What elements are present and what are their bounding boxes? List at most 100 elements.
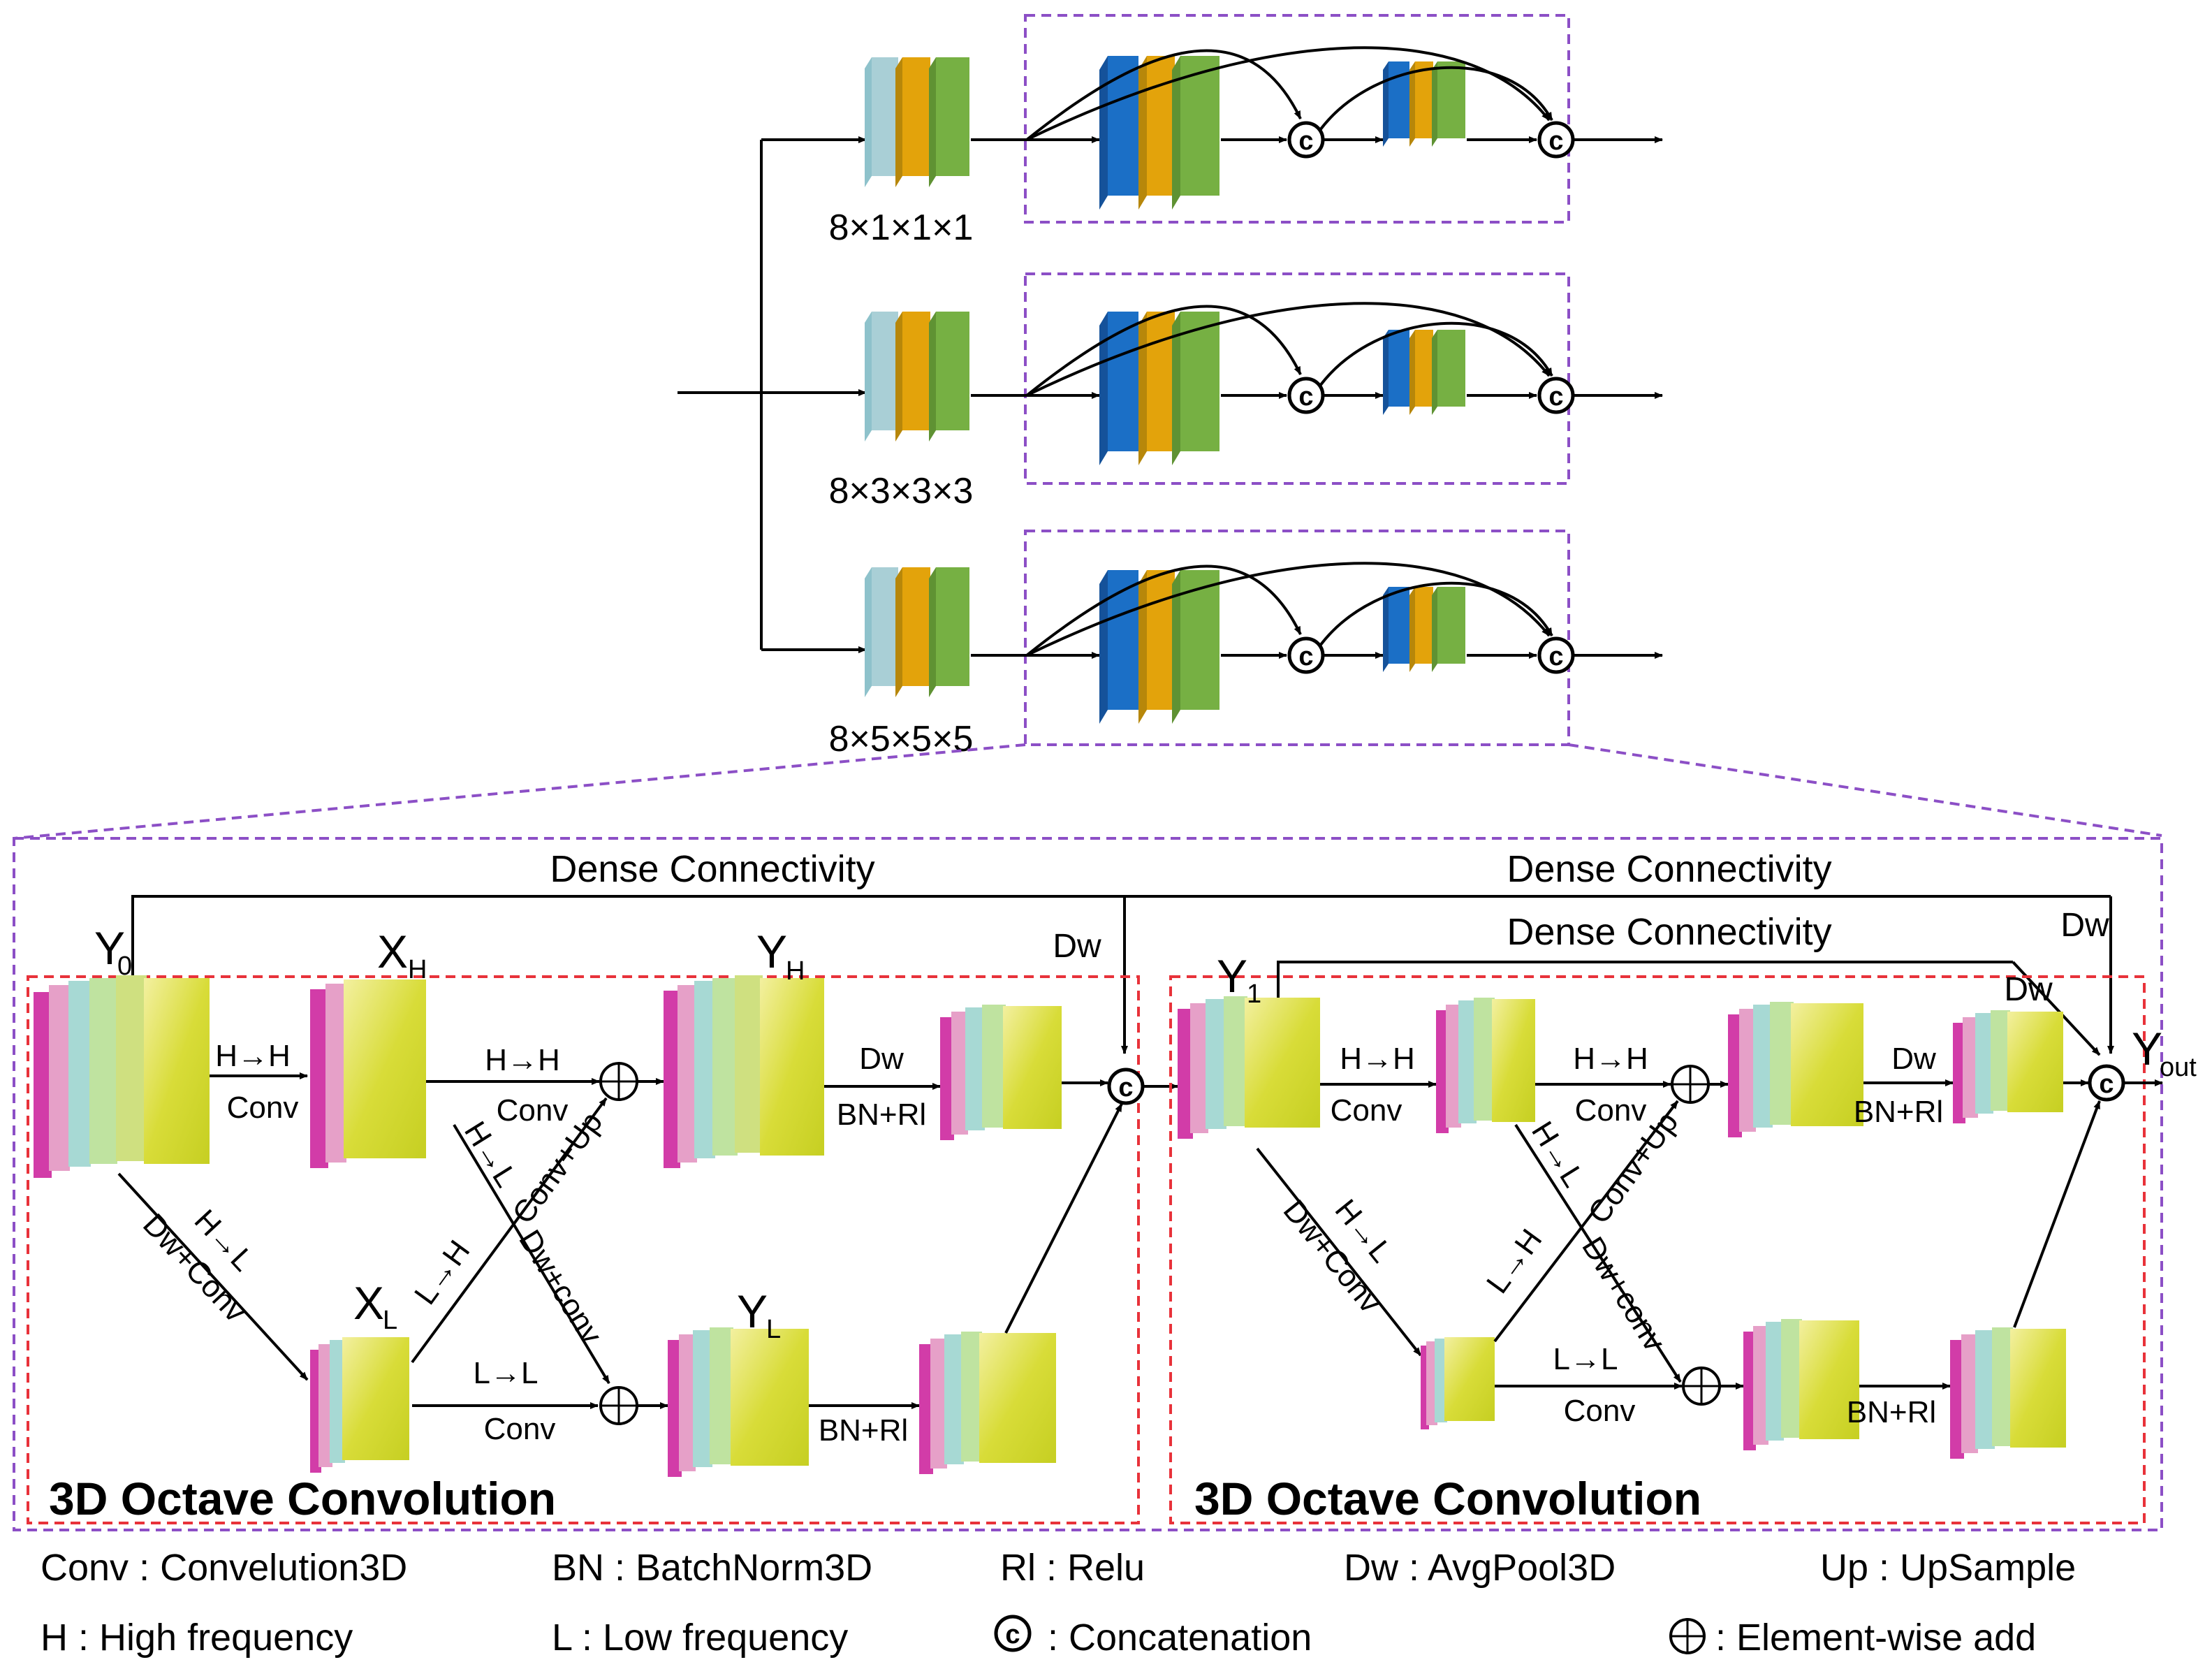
ll-conv-label: L→L [1553,1342,1618,1376]
hh-conv-label: Conv [1575,1093,1647,1128]
concat-node [1537,377,1575,414]
svg-text:c: c [1548,642,1563,671]
dense-connectivity-label: Dense Connectivity [1507,911,1831,953]
octave-block-1: Y 0 H→H Conv X H H→H Conv H [27,922,1178,1524]
svg-text:c: c [1298,642,1313,671]
hh-conv-label: Conv [227,1091,299,1125]
yl-subscript: L [766,1315,781,1344]
concat-node [1287,636,1325,674]
yout-label: Y [2132,1023,2162,1074]
svg-text:c: c [2099,1070,2114,1099]
branch-2: 8×3×3×3 c c [829,272,1663,511]
y1-label: Y [1217,950,1247,1002]
yout-subscript: out [2160,1053,2197,1082]
xl-label: X [353,1277,384,1329]
feature-stack-yh2 [1728,1002,1863,1137]
yh-label: Y [756,926,787,977]
input-block-stack [865,567,969,697]
dw-label: Dw [2060,907,2109,944]
feature-stack-xh [310,979,426,1168]
concat-node [1537,121,1575,159]
hl-conv-label: Dw+conv [512,1224,608,1350]
lh-conv-label: L→H [1480,1223,1549,1300]
kernel-label: 8×3×3×3 [829,471,974,511]
svg-text:c: c [1548,126,1563,156]
detail-outer-box [13,837,2163,1531]
feature-stack-yh2-post [1953,1010,2063,1123]
y0-subscript: 0 [117,952,132,981]
legend-rl: Rl : Relu [1000,1547,1145,1589]
top-section: 8×1×1×1 c c 8×3×3×3 c [677,14,1663,759]
legend-add: : Element-wise add [1715,1617,2036,1659]
dense-connectivity-label: Dense Connectivity [1507,848,1831,890]
legend-h: H : High frequency [41,1617,353,1659]
hh-conv-label: H→H [1573,1042,1648,1076]
hh-conv-label: Conv [497,1093,569,1128]
yl-label: Y [737,1285,768,1337]
octave-block-box [27,975,1140,1524]
svg-text:c: c [1298,126,1313,156]
hh-conv-label: H→H [1340,1042,1415,1076]
dw-label: Dw [2004,971,2053,1008]
xh-subscript: H [408,955,427,984]
concat-node [1287,121,1325,159]
bn-rl-label: BN+Rl [819,1413,908,1448]
ll-conv-label: Conv [1564,1394,1636,1428]
legend-bn: BN : BatchNorm3D [552,1547,872,1589]
hl-conv-label: Dw+conv [1575,1231,1671,1357]
legend-conv: Conv : Convelution3D [41,1547,407,1589]
feature-stack-yh-post [940,1005,1062,1140]
concat-node [1287,377,1325,414]
xh-label: X [377,926,408,977]
dense-block-box [1024,530,1570,746]
hh-conv-label: H→H [485,1043,560,1077]
concat-node [1537,636,1575,674]
ll-conv-label: L→L [474,1356,539,1390]
legend-dw: Dw : AvgPool3D [1344,1547,1616,1589]
concat-symbol [994,1615,1032,1652]
feature-stack-yl [668,1327,809,1477]
feature-stack-y0 [34,975,210,1178]
input-block-stack [865,57,969,187]
feature-stack-yl-post [919,1332,1056,1474]
feature-stack-xl2 [1421,1337,1495,1429]
conv-block-stack-small [1383,587,1465,672]
legend: Conv : Convelution3D BN : BatchNorm3D Rl… [41,1547,2076,1659]
hh-conv-label: Conv [1331,1093,1402,1128]
octave-block-box [1169,975,2146,1524]
concat-node [2088,1064,2125,1102]
feature-stack-yl2 [1743,1319,1859,1450]
y0-label: Y [94,922,125,974]
dense-block-box [1024,14,1570,224]
conv-block-stack-small [1383,330,1465,415]
svg-text:c: c [1118,1073,1133,1102]
bn-rl-label: BN+Rl [1847,1395,1936,1429]
octave-block-2: Y 1 H→H Conv H→H Conv H→L [1169,950,2197,1524]
dw-bn-label: BN+Rl [1854,1095,1943,1129]
y1-subscript: 1 [1247,979,1261,1009]
ll-conv-label: Conv [484,1412,556,1446]
feature-stack-xl [310,1337,409,1473]
feature-stack-xh2 [1436,998,1535,1133]
svg-text:c: c [1548,382,1563,411]
legend-up: Up : UpSample [1820,1547,2076,1589]
dense-connectivity-label: Dense Connectivity [550,848,874,890]
branch-3: 8×5×5×5 c c [829,530,1663,759]
dense-block-box [1024,272,1570,485]
conv-block-stack-small [1383,61,1465,147]
svg-text:c: c [1005,1620,1020,1649]
kernel-label: 8×1×1×1 [829,207,974,248]
kernel-label: 8×5×5×5 [829,719,974,759]
input-block-stack [865,312,969,442]
dw-bn-label: Dw [1891,1042,1936,1076]
feature-stack-y1 [1178,996,1320,1139]
legend-l: L : Low frequency [552,1617,848,1659]
block-title: 3D Octave Convolution [1194,1473,1701,1524]
dw-bn-label: Dw [859,1042,904,1076]
feature-stack-yl2-post [1950,1327,2066,1459]
feature-stack-yh [664,975,824,1168]
concat-node [1107,1067,1145,1105]
hh-conv-label: H→H [215,1039,291,1073]
dw-label: Dw [1053,928,1101,965]
